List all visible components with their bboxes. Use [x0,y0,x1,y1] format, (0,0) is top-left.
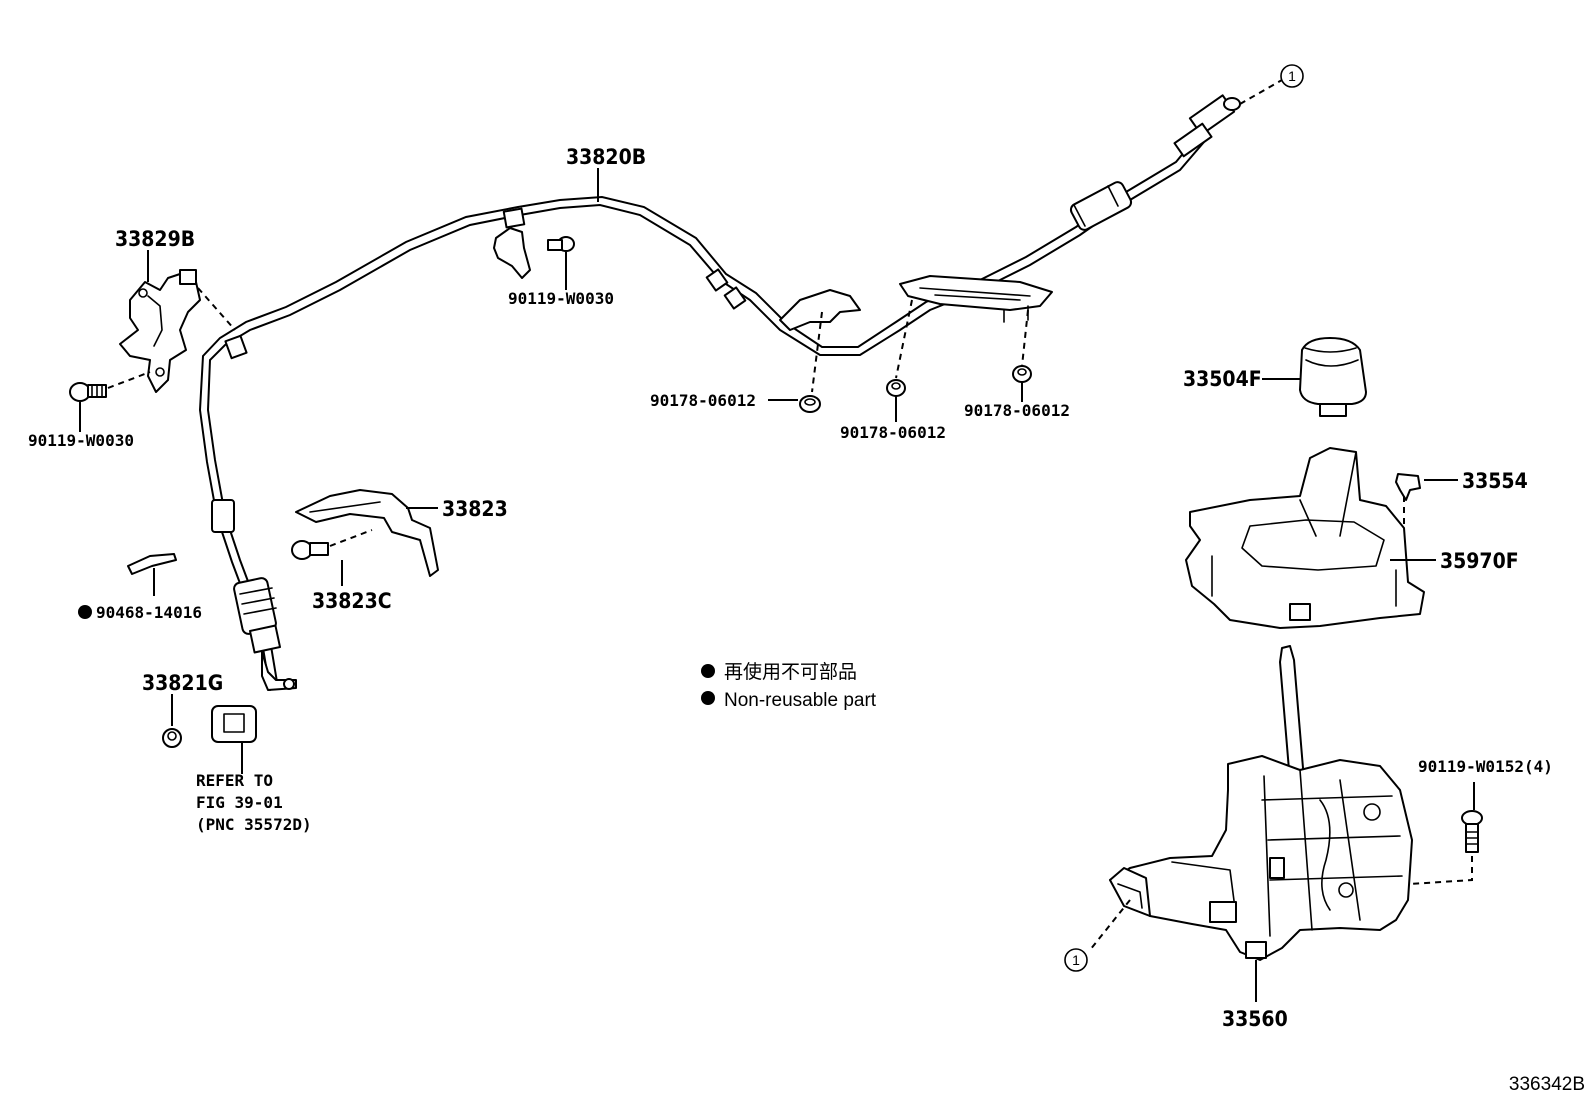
shift-bezel-35970F [1185,447,1425,629]
figure-id: 336342B [1509,1074,1585,1095]
callout-top-number: 1 [1288,68,1296,84]
label-90468-14016: 90468-14016 [96,603,202,622]
label-33554: 33554 [1462,469,1528,493]
bolt-90119-W0030-left [69,382,107,402]
label-33823C: 33823C [312,589,392,613]
cable-bracket-mid [493,207,531,279]
bracket-33829B [119,269,201,393]
callout-circle-top [1280,64,1304,88]
label-35970F: 35970F [1440,549,1519,573]
bolt-90119-W0152 [1461,810,1483,853]
label-33820B: 33820B [566,145,646,169]
callout-bottom-number: 1 [1072,952,1080,968]
legend-jp: 再使用不可部品 [724,661,857,683]
label-33823: 33823 [442,497,508,521]
label-90119-W0030-mid: 90119-W0030 [508,289,614,308]
refer-line-3: (PNC 35572D) [196,815,312,834]
label-90178-06012-b: 90178-06012 [840,423,946,442]
clip-90468-14016 [127,553,177,575]
refer-line-1: REFER TO [196,771,273,790]
nut-90178-06012-b [886,379,906,397]
callout-circle-bottom [1064,948,1088,972]
label-90178-06012-a: 90178-06012 [650,391,756,410]
label-33821G: 33821G [142,671,223,695]
bolt-90119-W0030-mid [547,236,575,252]
refer-line-2: FIG 39-01 [196,793,283,812]
legend-dot-jp [701,664,715,678]
cable-plate-bracket [899,275,1053,323]
legend-dot-en [701,691,715,705]
clip-33821G [162,728,182,748]
clip-33554 [1395,473,1421,501]
label-90119-W0152: 90119-W0152(4) [1418,757,1553,776]
shift-lever-assembly-33560 [1109,645,1413,961]
legend-en: Non-reusable part [724,690,877,711]
bracket-33823 [295,489,439,577]
bushing-35572D [211,705,257,743]
label-90178-06012-c: 90178-06012 [964,401,1070,420]
nut-90178-06012-a [799,395,821,413]
bolt-33823C [291,540,329,560]
cable-support-bracket [779,289,861,331]
nut-90178-06012-c [1012,365,1032,383]
non-reusable-dot-90468 [78,605,92,619]
label-33560: 33560 [1222,1007,1288,1031]
label-33829B: 33829B [115,227,195,251]
shift-knob-33504F [1299,337,1367,417]
label-90119-W0030-left: 90119-W0030 [28,431,134,450]
shift-cable-33820B [198,94,1241,691]
label-33504F: 33504F [1183,367,1262,391]
